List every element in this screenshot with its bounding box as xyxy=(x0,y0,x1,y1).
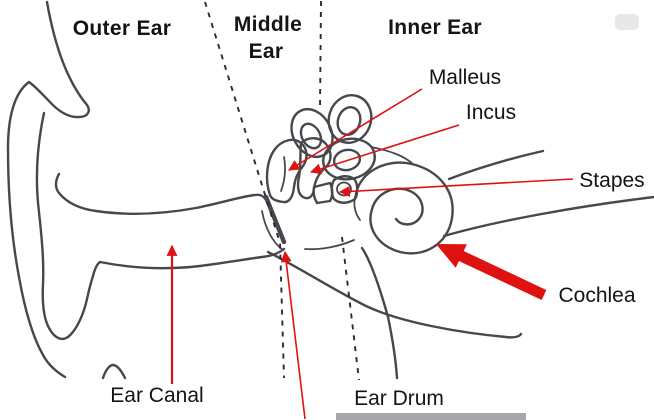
cochlea-opening-tail xyxy=(353,193,361,221)
ear-drum-arrow xyxy=(280,250,306,420)
label-ear-drum: Ear Drum xyxy=(354,387,444,410)
pinna-antihelix-lobe-and-canal-lower-wall xyxy=(35,111,286,341)
label-middle-ear-line2: Ear xyxy=(249,40,284,63)
ear-canal-upper-wall xyxy=(54,172,269,216)
label-malleus: Malleus xyxy=(429,66,501,89)
semicircular-canal-superior-inner xyxy=(336,106,362,136)
cochlea-arrow xyxy=(436,244,547,300)
pinna-helix-outline xyxy=(6,0,90,379)
malleus-handle xyxy=(280,156,286,192)
label-inner-ear: Inner Ear xyxy=(388,16,482,39)
scan-smudge xyxy=(615,14,639,30)
semicircular-canal-superior xyxy=(327,94,373,144)
internal-canal-upper-line xyxy=(447,149,545,181)
label-outer-ear: Outer Ear xyxy=(73,17,171,40)
cochlea-spiral xyxy=(354,161,454,255)
semicircular-canal-posterior-inner xyxy=(299,122,323,150)
boundary-outer-middle-dashed xyxy=(204,1,285,379)
under-cochlea-arc xyxy=(304,239,355,251)
stapes-leader-arrow xyxy=(338,178,574,197)
eardrum-membrane-line xyxy=(263,194,287,245)
tragus-bump xyxy=(101,363,127,380)
incus-lenticular-process xyxy=(312,181,334,205)
malleus-shape xyxy=(265,138,308,204)
eustachian-tube-line xyxy=(266,250,523,339)
vestibule-outline xyxy=(322,137,376,181)
label-incus: Incus xyxy=(466,101,516,124)
boundary-middle-inner-top-dashed xyxy=(319,0,322,109)
internal-canal-lower-line xyxy=(442,195,654,238)
bottom-edge-artifact xyxy=(336,413,526,420)
temporal-bone-line xyxy=(360,246,399,380)
boundary-middle-inner-bottom-dashed xyxy=(341,236,360,381)
vestibule-cochlea-connector xyxy=(370,146,414,165)
incus-leader-arrow xyxy=(309,124,460,175)
label-middle-ear-line1: Middle xyxy=(234,13,302,36)
stapes-inner-opening xyxy=(336,181,352,197)
label-ear-canal: Ear Canal xyxy=(110,384,203,407)
label-stapes: Stapes xyxy=(579,169,644,192)
label-cochlea: Cochlea xyxy=(558,284,635,307)
malleus-leader-arrow xyxy=(288,88,423,171)
